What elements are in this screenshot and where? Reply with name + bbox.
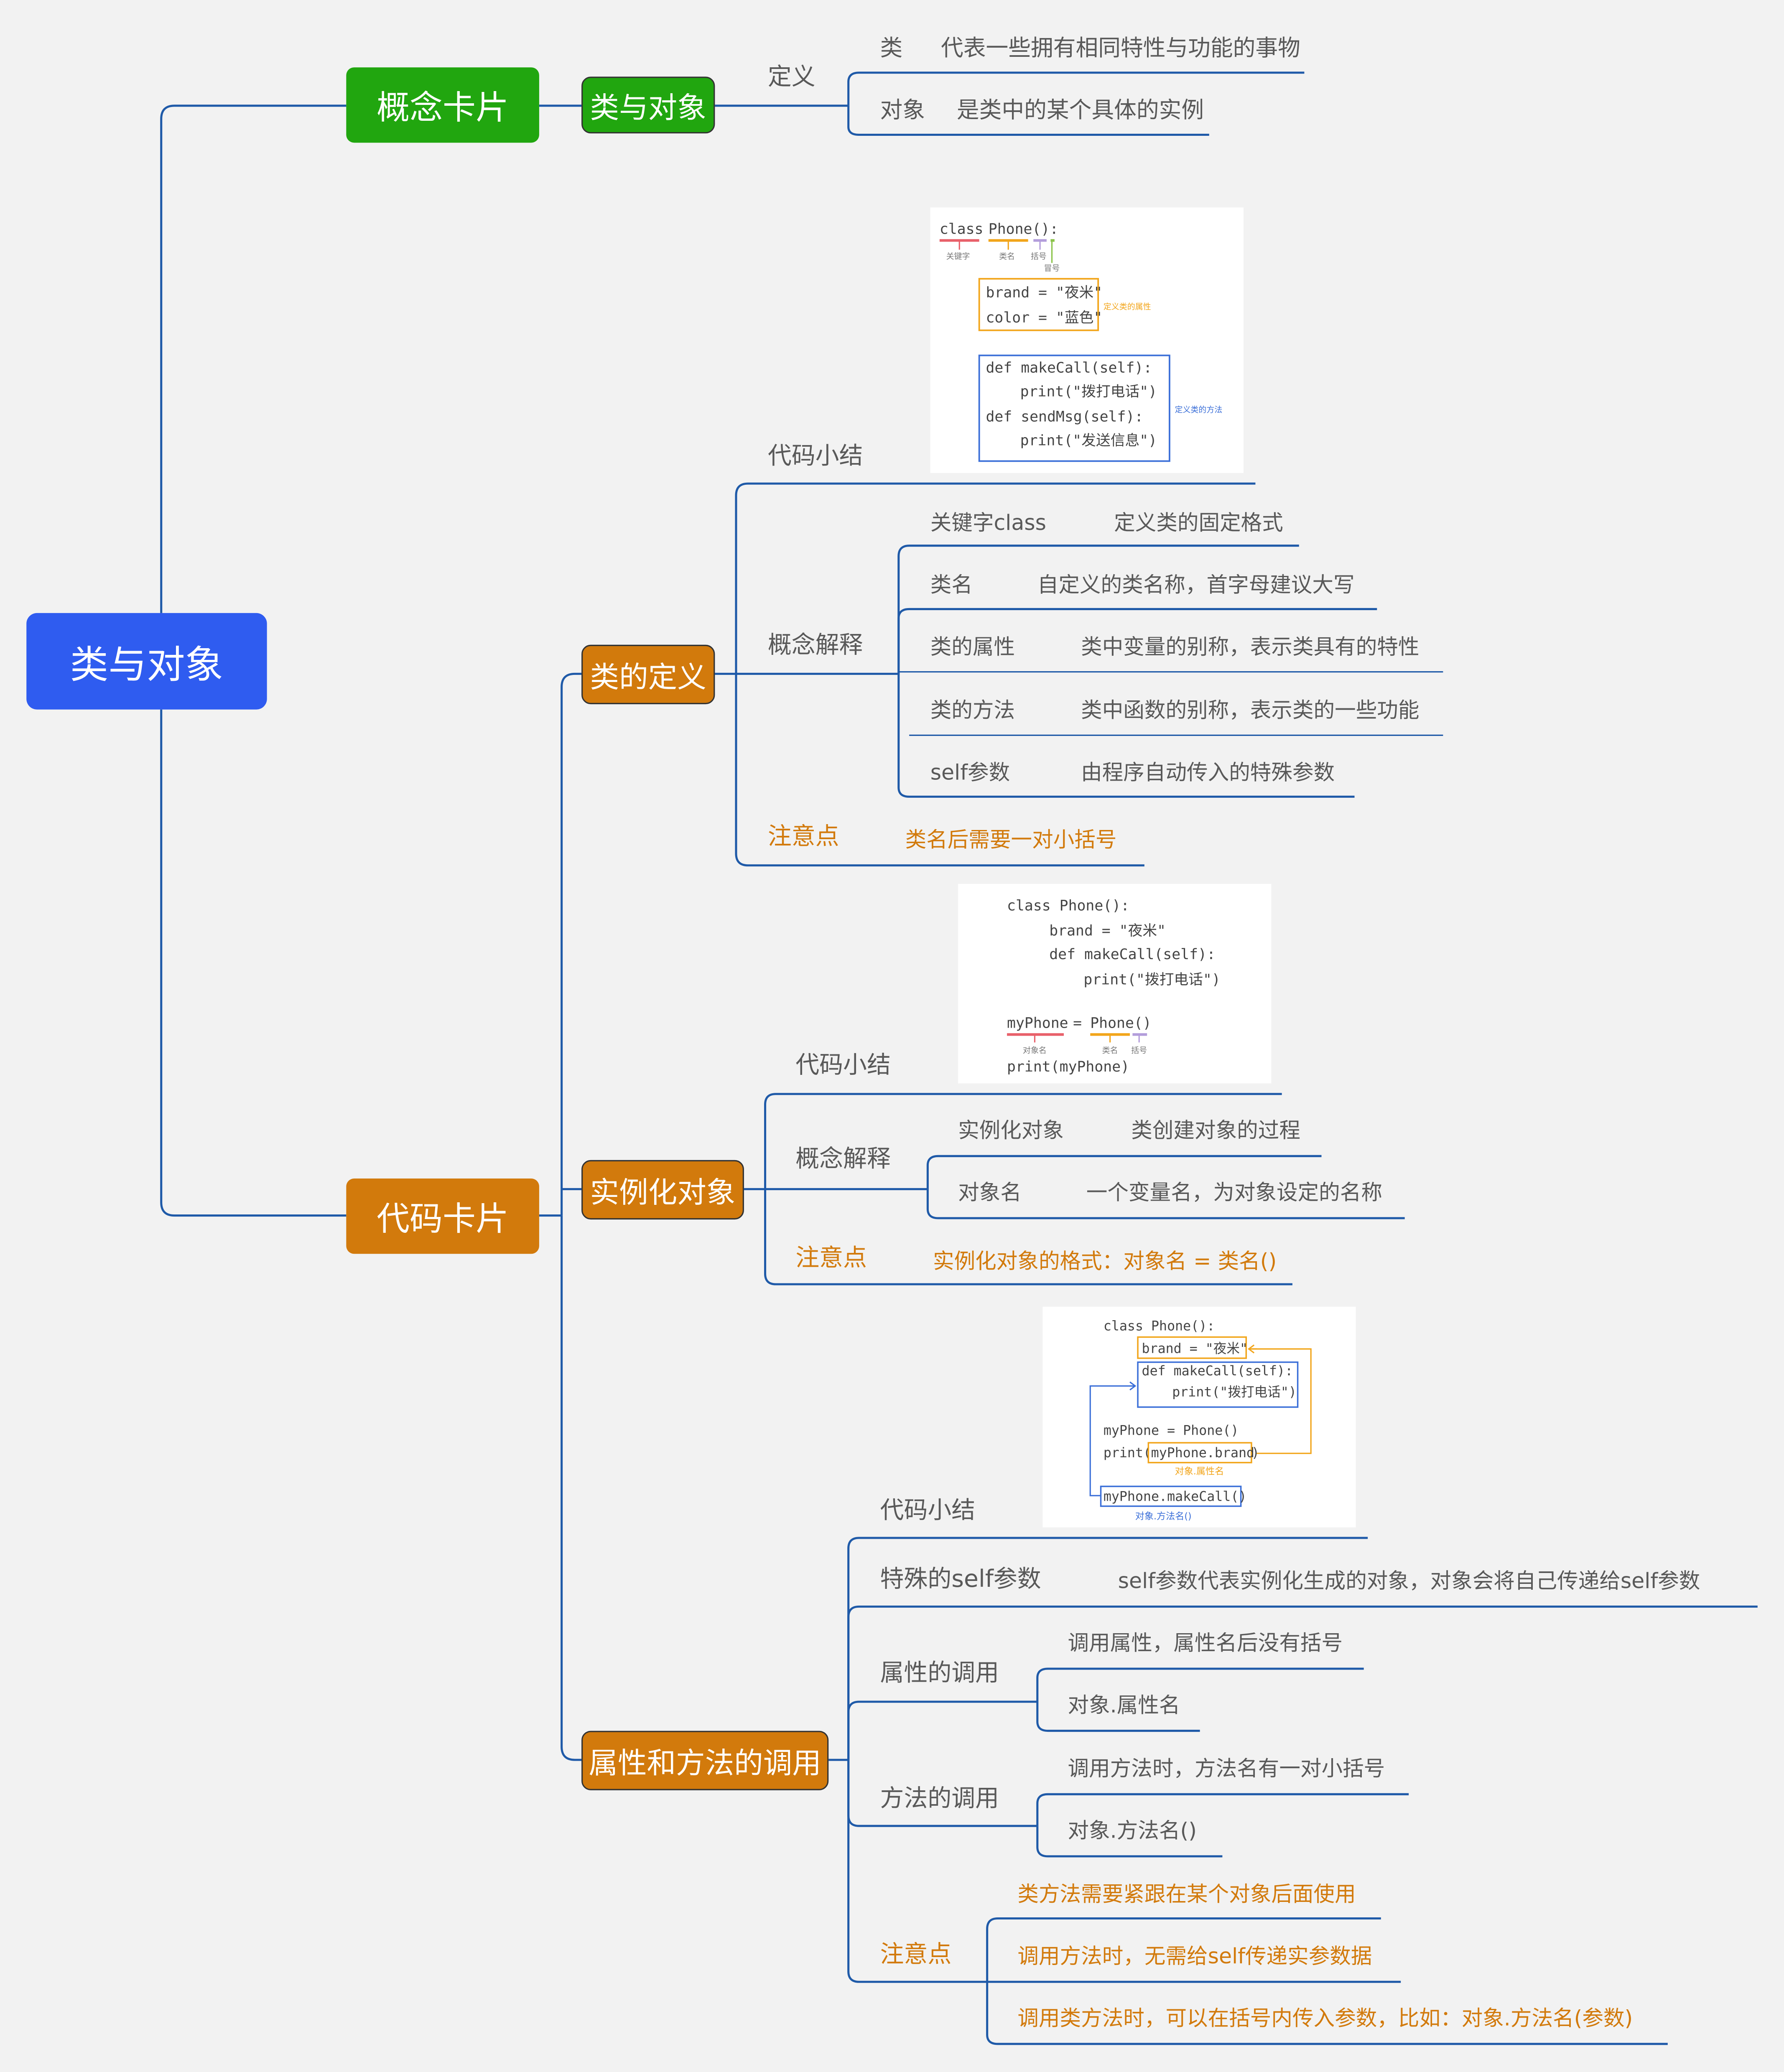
ann-keyword: 关键字 xyxy=(946,252,970,261)
concept-term-class: 类 xyxy=(880,36,903,62)
ann-object-name: 对象名 xyxy=(1023,1046,1047,1055)
class-def-summary-label: 代码小结 xyxy=(767,443,863,471)
call-code-image: class Phone(): brand = "夜米" def makeCall… xyxy=(1042,1306,1356,1527)
code-call-brand: myPhone.brand xyxy=(1151,1446,1254,1461)
attr-call-rule: 调用属性，属性名后没有括号 xyxy=(1068,1630,1343,1656)
code-method-4: print("发送信息") xyxy=(1020,432,1157,449)
code-call-method: myPhone.makeCall() xyxy=(1104,1489,1247,1504)
code-method-1: def makeCall(self): xyxy=(986,360,1152,377)
method-call-rule: 调用方法时，方法名有一对小括号 xyxy=(1068,1756,1385,1781)
code-classname: Phone(): xyxy=(989,221,1058,238)
explain-term-classname: 类名 xyxy=(930,572,973,597)
ann-classname: 类名 xyxy=(999,252,1015,261)
code-inst-equals: = xyxy=(1073,1015,1082,1032)
code-call-line-4: print("拨打电话") xyxy=(1172,1385,1297,1400)
instantiate-object-node[interactable]: 实例化对象 xyxy=(581,1160,744,1220)
explain-term-class-keyword: 关键字class xyxy=(930,510,1047,535)
ann-attr-note: 定义类的属性 xyxy=(1104,302,1151,311)
call-note-label: 注意点 xyxy=(880,1941,952,1969)
explain-desc-class-keyword: 定义类的固定格式 xyxy=(1114,510,1283,535)
call-note-3: 调用类方法时，可以在括号内传入参数，比如：对象.方法名(参数) xyxy=(1017,2006,1633,2031)
code-inst-line-2: brand = "夜米" xyxy=(1049,922,1166,939)
code-call-close: ) xyxy=(1251,1446,1259,1461)
ann-class-name: 类名 xyxy=(1102,1046,1118,1055)
code-inst-line-4: print("拨打电话") xyxy=(1083,971,1220,988)
explain-desc-self: 由程序自动传入的特殊参数 xyxy=(1081,759,1335,785)
code-inst-line-1: class Phone(): xyxy=(1007,897,1129,914)
code-inst-class-call: Phone() xyxy=(1090,1015,1152,1032)
instance-term-object-name: 对象名 xyxy=(958,1180,1022,1205)
underline-method xyxy=(909,734,1443,736)
concept-desc-class: 代表一些拥有相同特性与功能的事物 xyxy=(940,36,1300,62)
ann-paren: 括号 xyxy=(1031,252,1047,261)
method-call-syntax: 对象.方法名() xyxy=(1068,1818,1197,1843)
code-call-line-2: brand = "夜米" xyxy=(1142,1341,1248,1356)
explain-desc-method: 类中函数的别称，表示类的一些功能 xyxy=(1081,697,1420,723)
explain-term-self: self参数 xyxy=(930,759,1010,785)
attr-method-call-node[interactable]: 属性和方法的调用 xyxy=(581,1731,829,1790)
explain-desc-classname: 自定义的类名称，首字母建议大写 xyxy=(1037,572,1355,597)
call-note-1: 类方法需要紧跟在某个对象后面使用 xyxy=(1017,1881,1356,1907)
class-def-explain-label: 概念解释 xyxy=(767,631,863,659)
instance-term-instantiate: 实例化对象 xyxy=(958,1117,1064,1143)
ann-colon: 冒号 xyxy=(1044,264,1060,273)
code-inst-line-6: print(myPhone) xyxy=(1007,1059,1129,1075)
explain-desc-attribute: 类中变量的别称，表示类具有的特性 xyxy=(1081,634,1420,659)
code-call-line-3: def makeCall(self): xyxy=(1142,1364,1293,1379)
instance-note-label: 注意点 xyxy=(795,1245,867,1273)
underline-attribute xyxy=(898,671,1443,673)
explain-term-method: 类的方法 xyxy=(930,697,1015,723)
code-attr-2: color = "蓝色" xyxy=(986,309,1102,326)
instance-desc-instantiate: 类创建对象的过程 xyxy=(1131,1117,1300,1143)
code-method-2: print("拨打电话") xyxy=(1020,383,1157,400)
ann-attr-access: 对象.属性名 xyxy=(1175,1466,1224,1477)
ann-parens: 括号 xyxy=(1131,1046,1147,1055)
concept-desc-object: 是类中的某个具体的实例 xyxy=(956,97,1204,125)
attr-call-label: 属性的调用 xyxy=(880,1659,999,1688)
method-call-label: 方法的调用 xyxy=(880,1785,999,1813)
code-keyword: class xyxy=(940,221,984,238)
definition-label: 定义 xyxy=(767,63,816,92)
code-call-print: print( xyxy=(1104,1446,1151,1461)
instance-note: 实例化对象的格式：对象名 = 类名() xyxy=(933,1248,1277,1274)
code-inst-object-name: myPhone xyxy=(1007,1015,1068,1032)
code-card-node[interactable]: 代码卡片 xyxy=(346,1179,539,1254)
root-node[interactable]: 类与对象 xyxy=(26,613,267,710)
concept-term-object: 对象 xyxy=(880,97,925,125)
class-object-node[interactable]: 类与对象 xyxy=(581,76,715,134)
attr-call-syntax: 对象.属性名 xyxy=(1068,1692,1180,1718)
instance-desc-object-name: 一个变量名，为对象设定的名称 xyxy=(1086,1180,1382,1205)
instantiate-code-image: class Phone(): brand = "夜米" def makeCall… xyxy=(958,884,1272,1084)
class-definition-node[interactable]: 类的定义 xyxy=(581,644,715,705)
class-def-note: 类名后需要一对小括号 xyxy=(905,827,1117,853)
ann-method-note: 定义类的方法 xyxy=(1175,405,1223,414)
code-attr-1: brand = "夜米" xyxy=(986,284,1102,301)
code-call-line-5: myPhone = Phone() xyxy=(1104,1423,1239,1438)
instance-explain-label: 概念解释 xyxy=(795,1145,891,1173)
instance-summary-label: 代码小结 xyxy=(795,1051,891,1079)
call-summary-label: 代码小结 xyxy=(880,1497,976,1525)
ann-method-access: 对象.方法名() xyxy=(1135,1511,1192,1522)
code-call-line-1: class Phone(): xyxy=(1104,1319,1215,1334)
concept-card-node[interactable]: 概念卡片 xyxy=(346,67,539,143)
code-method-3: def sendMsg(self): xyxy=(986,409,1143,425)
self-param-desc: self参数代表实例化生成的对象，对象会将自己传递给self参数 xyxy=(1118,1568,1700,1593)
class-definition-code-image: class Phone(): 关键字 类名 括号 冒号 brand = "夜米"… xyxy=(930,207,1244,473)
call-note-2: 调用方法时，无需给self传递实参数据 xyxy=(1017,1943,1372,1969)
code-inst-line-3: def makeCall(self): xyxy=(1049,946,1216,963)
explain-term-attribute: 类的属性 xyxy=(930,634,1015,659)
self-param-label: 特殊的self参数 xyxy=(880,1565,1041,1593)
class-def-note-label: 注意点 xyxy=(767,823,839,851)
